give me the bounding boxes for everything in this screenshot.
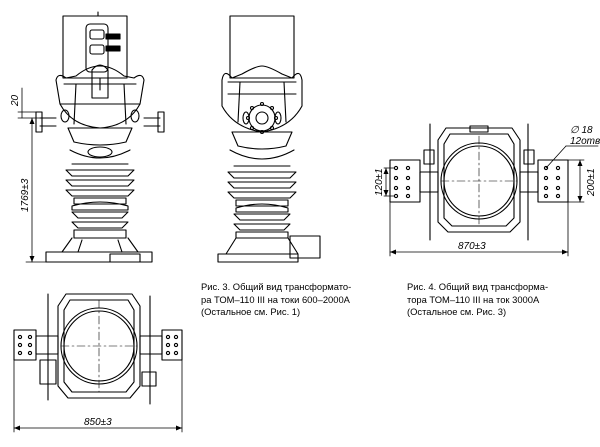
front-view-elevation: [217, 15, 321, 263]
caption-fig4: Рис. 4. Общий вид трансформа- тора ТОМ–1…: [407, 281, 549, 318]
dim-width-fig4: 870±3: [458, 241, 486, 252]
dim-height-total: 1769±3: [20, 178, 31, 212]
caption-fig3: Рис. 3. Общий вид трансформато- ра ТОМ–1…: [201, 281, 352, 318]
dim-pitch-large: 200±1: [586, 168, 597, 197]
dim-hole-count: 12отв.: [570, 136, 600, 147]
dim-pitch-small: 120±1: [374, 168, 385, 196]
dim-hole-diameter: ∅ 18: [570, 125, 593, 136]
dimension-lines: [13, 87, 599, 433]
plan-view-fig4: [389, 123, 569, 241]
dim-cover-offset: 20: [10, 94, 21, 107]
plan-view-fig3: [13, 293, 183, 405]
side-view-elevation: [35, 11, 165, 263]
dim-width-fig3: 850±3: [84, 417, 112, 428]
